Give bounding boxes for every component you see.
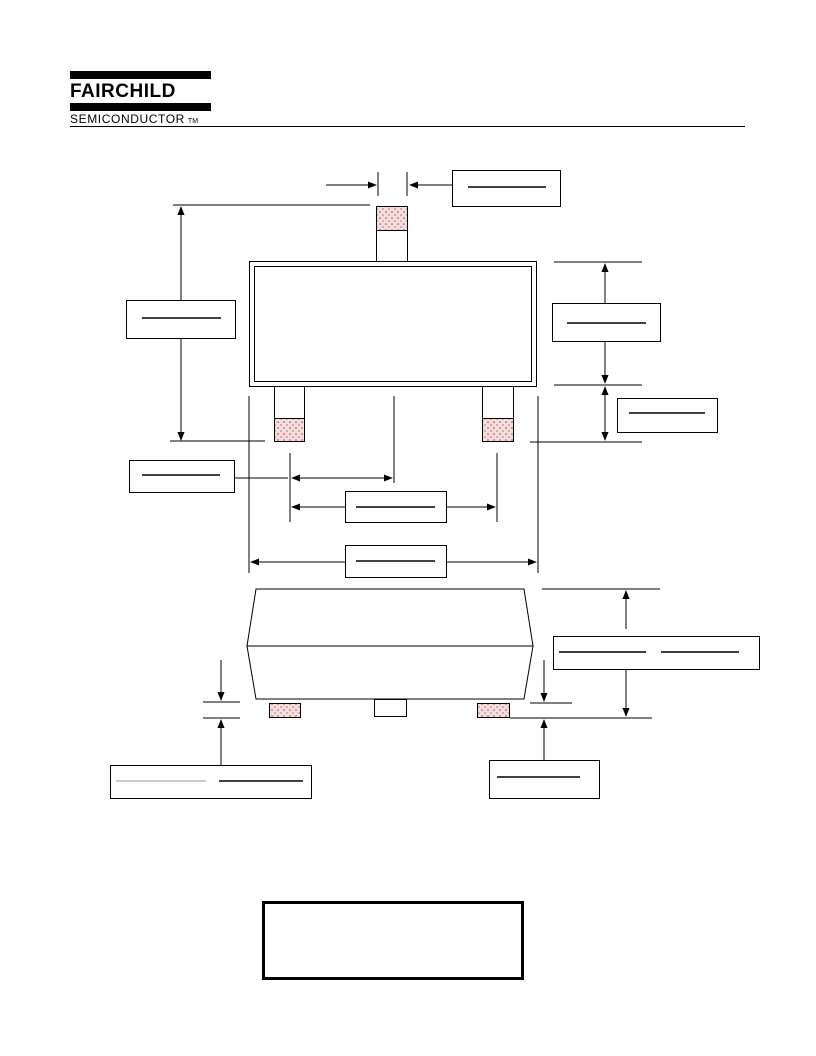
logo-bottom-bar <box>70 103 211 111</box>
left-lead-solder <box>274 418 305 442</box>
side-view-body-lower <box>246 645 534 700</box>
logo-trademark: TM <box>187 118 199 125</box>
dim-label-box-lead-width <box>452 170 561 207</box>
dim-label-box-lead-span <box>129 460 235 493</box>
note-box <box>262 901 524 980</box>
dim-label-box-standoff <box>110 765 312 799</box>
dim-label-box-side-height <box>553 636 760 670</box>
top-lead-solder <box>376 206 408 231</box>
logo-top-bar <box>70 71 211 79</box>
logo-sub-text: SEMICONDUCTOR <box>70 112 185 126</box>
dim-label-box-lead-length <box>617 398 718 433</box>
side-lead-right <box>477 703 510 718</box>
dim-label-box-overall-height <box>126 300 236 339</box>
right-lead-solder <box>482 418 514 442</box>
logo-brand-name: FAIRCHILD <box>70 81 176 102</box>
top-view-body-inner <box>254 266 532 382</box>
side-lead-center <box>374 699 407 717</box>
dim-label-box-thickness <box>489 760 600 799</box>
side-lead-left <box>269 703 301 718</box>
side-view-body <box>246 588 534 647</box>
header-rule <box>70 126 745 127</box>
top-view-body <box>249 261 537 387</box>
